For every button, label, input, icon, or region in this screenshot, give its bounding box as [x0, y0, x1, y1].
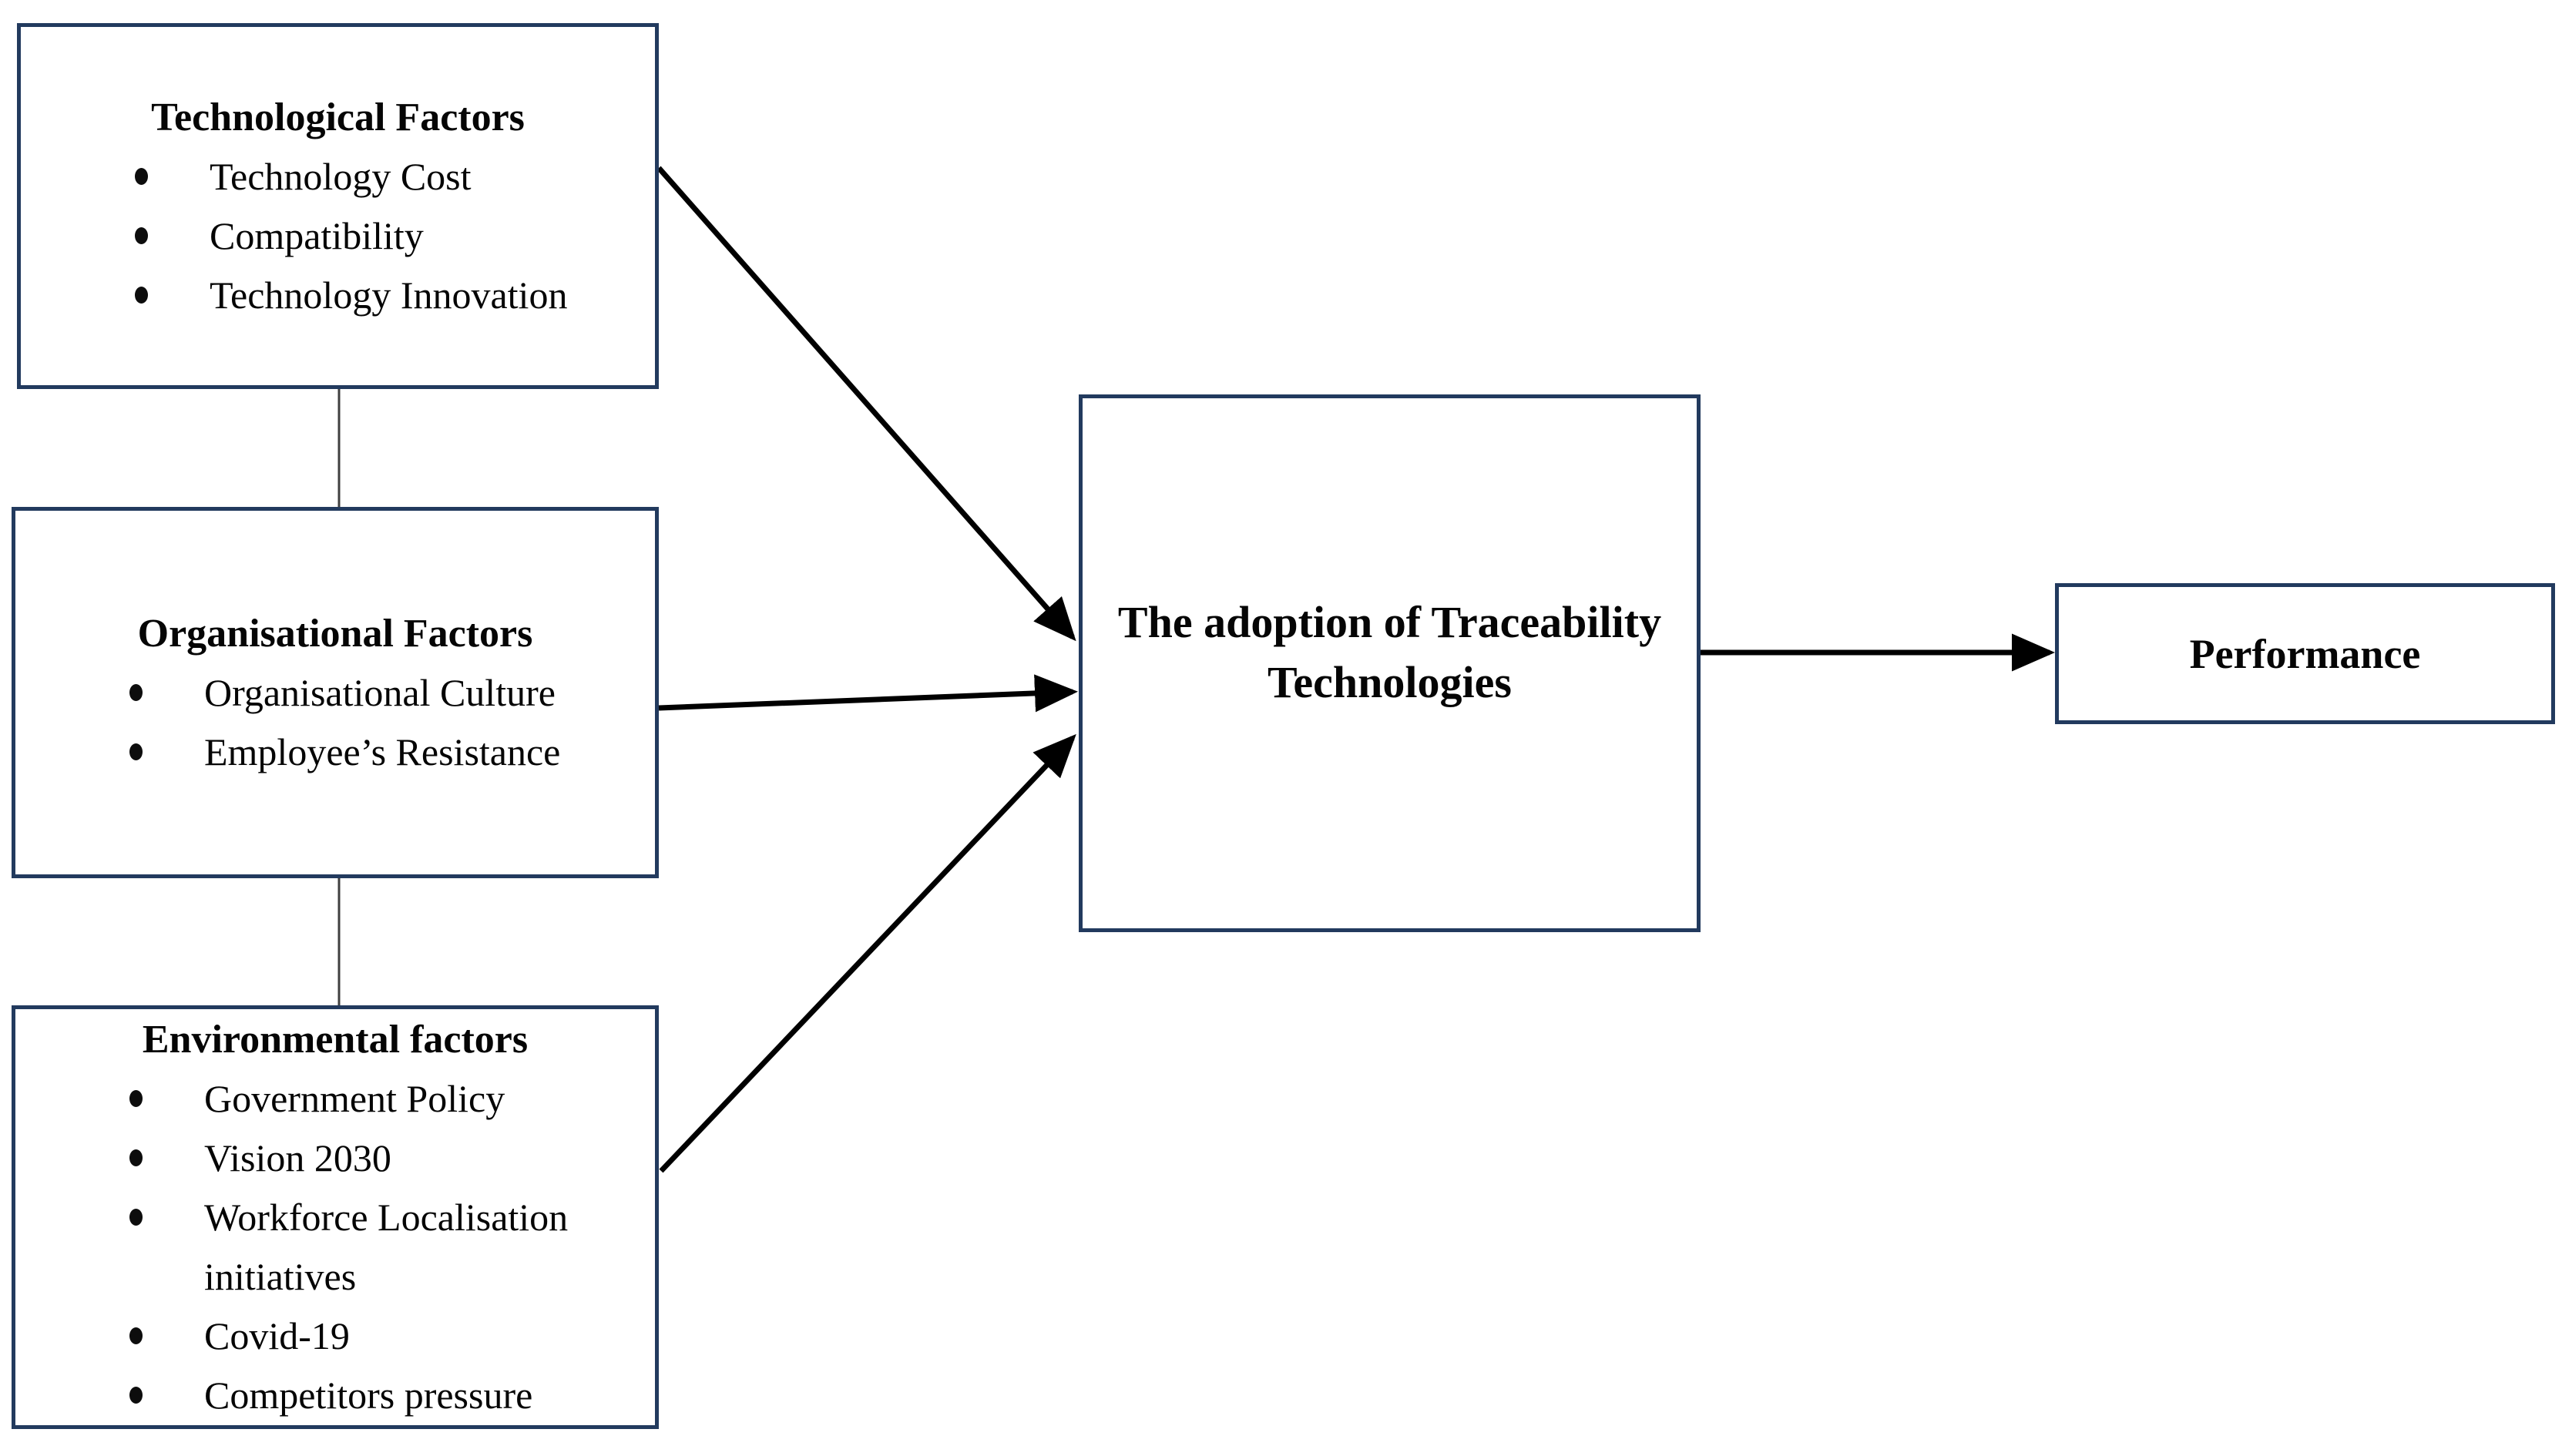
organisational-factors-list: Organisational Culture Employee’s Resist… — [15, 663, 655, 782]
adoption-title-line-2: Technologies — [1268, 657, 1512, 707]
adoption-title-line-1: The adoption of Traceability — [1117, 597, 1662, 647]
list-item-label: Technology Cost — [210, 154, 472, 198]
performance-box: Performance — [2055, 583, 2555, 724]
bullet-dot-icon — [129, 1089, 143, 1107]
list-item-label: Organisational Culture — [204, 670, 556, 714]
bullet-dot-icon — [135, 226, 148, 244]
technological-factors-box: Technological Factors Technology Cost Co… — [17, 23, 659, 389]
list-item-label: Workforce Localisation initiatives — [204, 1195, 569, 1298]
list-item-label: Technology Innovation — [210, 273, 568, 317]
adoption-of-traceability-technologies-box: The adoption of Traceability Technologie… — [1079, 394, 1701, 932]
list-item-label: Vision 2030 — [204, 1136, 391, 1179]
list-item: Technology Innovation — [135, 266, 640, 325]
bullet-dot-icon — [129, 683, 143, 701]
bullet-dot-icon — [129, 743, 143, 760]
performance-title: Performance — [2189, 630, 2421, 677]
list-item: Compatibility — [135, 206, 640, 266]
environmental-factors-title: Environmental factors — [142, 1017, 529, 1062]
list-item-label: Covid-19 — [204, 1313, 350, 1357]
bullet-dot-icon — [135, 286, 148, 304]
technological-factors-list: Technology Cost Compatibility Technology… — [21, 147, 655, 325]
list-item-label: Government Policy — [204, 1076, 505, 1120]
list-item-label: Employee’s Resistance — [204, 730, 561, 773]
arrow-organisational-to-adoption — [658, 674, 1078, 713]
organisational-factors-title: Organisational Factors — [137, 611, 533, 656]
list-item-label: Compatibility — [210, 213, 424, 257]
list-item: Employee’s Resistance — [129, 723, 640, 782]
bullet-dot-icon — [129, 1208, 143, 1226]
list-item: Competitors pressure — [129, 1366, 640, 1425]
bullet-dot-icon — [129, 1327, 143, 1344]
bullet-dot-icon — [129, 1386, 143, 1404]
list-item-label: Competitors pressure — [204, 1373, 533, 1417]
technological-factors-title: Technological Factors — [151, 95, 525, 139]
bullet-dot-icon — [129, 1149, 143, 1166]
list-item: Vision 2030 — [129, 1129, 640, 1188]
list-item: Organisational Culture — [129, 663, 640, 723]
list-item: Technology Cost — [135, 147, 640, 206]
organisational-factors-box: Organisational Factors Organisational Cu… — [12, 507, 659, 878]
arrow-environmental-to-adoption — [659, 733, 1076, 1173]
list-item: Government Policy — [129, 1069, 640, 1129]
list-item: Covid-19 — [129, 1307, 640, 1366]
environmental-factors-list: Government Policy Vision 2030 Workforce … — [15, 1069, 655, 1425]
environmental-factors-box: Environmental factors Government Policy … — [12, 1005, 659, 1429]
list-item: Workforce Localisation initiatives — [129, 1188, 640, 1307]
bullet-dot-icon — [135, 167, 148, 185]
arrow-technological-to-adoption — [656, 166, 1076, 642]
